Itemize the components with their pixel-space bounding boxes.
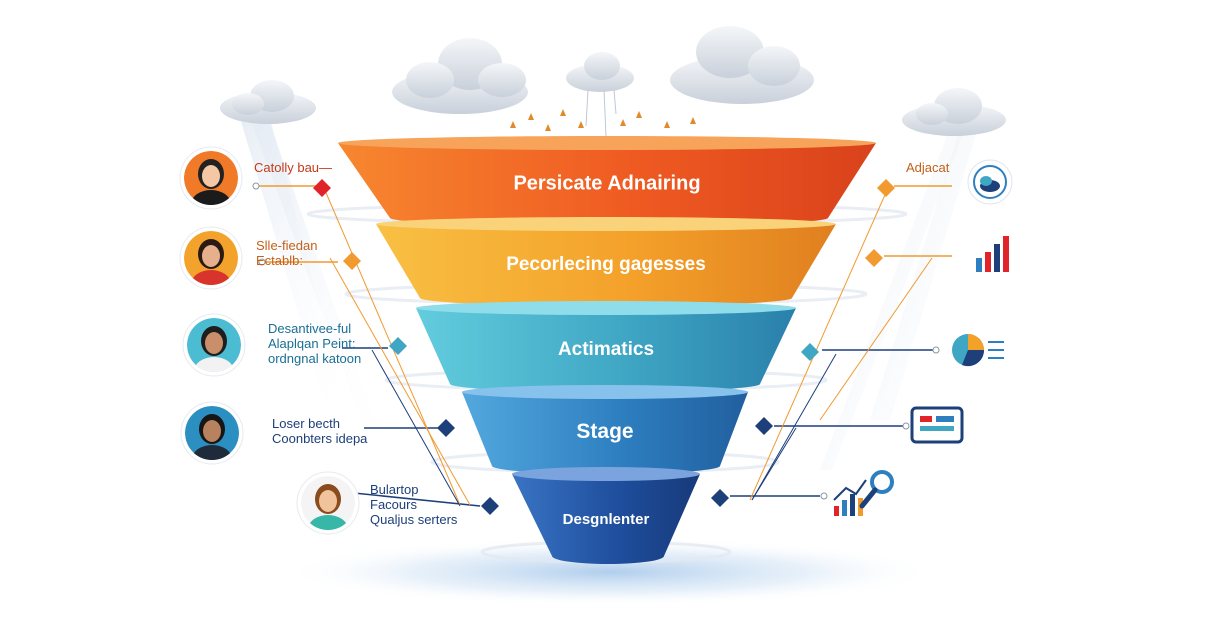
left-item-line: ordngnal katoon	[268, 351, 361, 366]
left-item-line: Alaplqan Peint:	[268, 336, 355, 351]
right-item-4	[910, 406, 964, 444]
connector-diamond	[755, 417, 773, 435]
connector-line	[343, 491, 481, 507]
cloud-center	[566, 52, 634, 92]
bar-chart-icon	[976, 236, 1009, 272]
left-item-line: Slle-fiedan	[256, 238, 317, 253]
funnel-stage-1: Persicate Adnairing	[306, 136, 908, 226]
connector-cap	[258, 258, 266, 266]
left-item-line: Bulartop	[370, 482, 418, 497]
right-item-5	[833, 470, 894, 516]
cloud-center-right	[670, 26, 814, 104]
funnel-stage-3: Actimatics	[384, 301, 828, 392]
connector-line	[751, 427, 797, 501]
funnel-stage-2: Pecorlecing gagesses	[344, 217, 868, 306]
analytics-magnifier-icon	[833, 470, 894, 516]
connector-cap	[932, 346, 940, 354]
avatar-man	[182, 313, 246, 377]
funnel-stage-5: Desgnlenter	[480, 467, 732, 564]
connector-diamond	[865, 249, 883, 267]
left-item-line: Loser becth	[272, 416, 340, 431]
connector-diamond	[801, 343, 819, 361]
cloud-left	[220, 80, 316, 124]
connector-diamond	[481, 497, 499, 515]
left-item-line: Qualjus serters	[370, 512, 458, 527]
connector-diamond	[313, 179, 331, 197]
right-item-line: Adjacat	[906, 160, 950, 175]
avatar-woman-4	[296, 471, 360, 535]
connector-diamond	[711, 489, 729, 507]
floor-shadow	[280, 538, 940, 606]
cloud-drip-lines	[585, 89, 617, 137]
left-item-line: Coonbters idepa	[272, 431, 368, 446]
right-item-1: Adjacat	[906, 159, 1013, 205]
avatar-woman-1	[179, 146, 243, 210]
connector-diamond	[343, 252, 361, 270]
avatar-woman-3	[180, 401, 244, 465]
funnel-stage-label: Persicate Adnairing	[513, 173, 700, 195]
light-streaks	[240, 118, 978, 470]
funnel-stage-label: Pecorlecing gagesses	[506, 254, 706, 275]
right-column: Adjacat	[833, 159, 1013, 516]
connector-cap	[820, 492, 828, 500]
left-item-line: Facours	[370, 497, 417, 512]
funnel-stage-label: Stage	[576, 420, 633, 443]
connector-diamond	[437, 419, 455, 437]
funnel-stage-label: Desgnlenter	[563, 511, 650, 528]
connector-line	[819, 257, 933, 421]
right-item-3	[952, 334, 1004, 367]
connectors	[252, 179, 952, 515]
cloud-sync-icon	[967, 159, 1013, 205]
connector-line	[329, 257, 471, 506]
left-item-1: Catolly bau—	[179, 146, 332, 210]
left-item-line: Ectablb:	[256, 253, 303, 268]
funnel-stage-4: Stage	[430, 385, 780, 474]
left-item-line: Desantivee-ful	[268, 321, 351, 336]
pie-chart-icon	[952, 334, 1004, 367]
connector-line	[371, 349, 461, 507]
right-item-2	[976, 236, 1009, 272]
rain-drops	[510, 109, 696, 131]
monitor-dashboard-icon	[910, 406, 964, 444]
connector-line	[751, 353, 837, 501]
left-item-line: Catolly bau—	[254, 160, 332, 175]
left-item-text: Catolly bau—	[254, 160, 332, 175]
funnel-stage-label: Actimatics	[558, 339, 654, 360]
connector-line	[749, 187, 889, 501]
connector-cap	[252, 182, 260, 190]
avatar-woman-2	[179, 226, 243, 290]
connector-cap	[902, 422, 910, 430]
connector-diamond	[877, 179, 895, 197]
cloud-center-left	[392, 38, 528, 114]
cloud-right	[902, 88, 1006, 136]
connector-diamond	[389, 337, 407, 355]
